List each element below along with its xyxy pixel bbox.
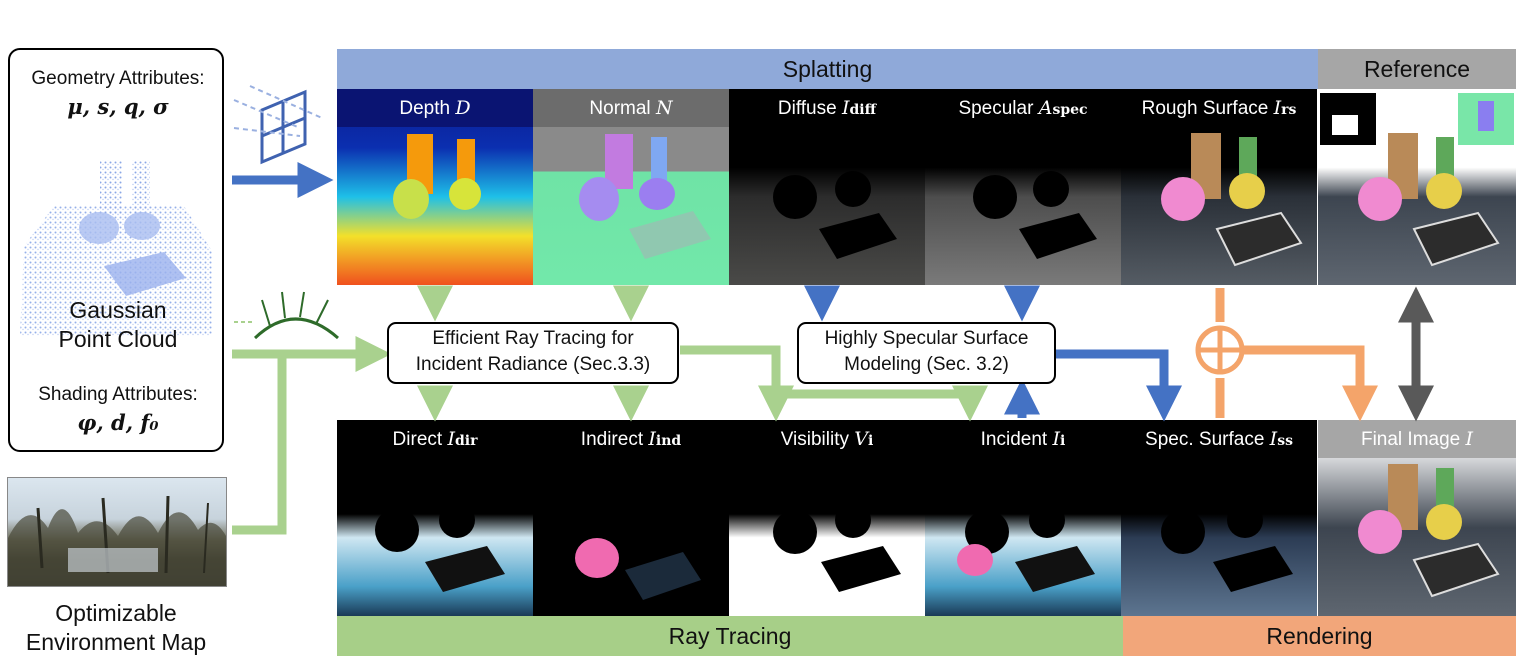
- point-cloud-illustration: [20, 160, 212, 336]
- indirect-tile: Indirect Iind: [533, 420, 729, 616]
- rough-surface-label: Rough Surface Irs: [1141, 97, 1297, 119]
- direct-label: Direct Idir: [392, 428, 478, 450]
- geometry-attributes-label: Geometry Attributes:: [31, 68, 205, 89]
- specular-box-line2: Modeling (Sec. 3.2): [844, 354, 1009, 375]
- final-image-label: Final Image I: [1360, 428, 1474, 450]
- gaussian-input-card: Geometry Attributes: μ, s, q, σ Gaussian…: [8, 48, 224, 452]
- normal-label: Normal N: [589, 97, 673, 119]
- ray-tracing-banner: Ray Tracing: [337, 616, 1123, 656]
- ray-tracing-process-box: Efficient Ray Tracing for Incident Radia…: [387, 322, 679, 384]
- environment-map-line1: Optimizable: [55, 600, 177, 626]
- splatting-grid-icon: [233, 85, 323, 165]
- direct-tile: Direct Idir: [337, 420, 533, 616]
- depth-label: Depth D: [399, 97, 471, 119]
- visibility-tile: Visibility Vi: [729, 420, 925, 616]
- ray-tracing-box-line2: Incident Radiance (Sec.3.3): [415, 354, 651, 375]
- spec-surface-label: Spec. Surface Iss: [1145, 428, 1293, 450]
- visibility-label: Visibility Vi: [780, 428, 874, 450]
- normal-tile: Normal N: [533, 89, 729, 285]
- specular-label: Specular Aspec: [958, 97, 1088, 119]
- diffuse-label: Diffuse Idiff: [777, 97, 877, 119]
- combine-to-final-arrow: [1244, 345, 1378, 422]
- specular-modeling-process-box: Highly Specular Surface Modeling (Sec. 3…: [797, 322, 1056, 384]
- rough-surface-tile: Rough Surface Irs: [1121, 89, 1317, 285]
- specular-box-line1: Highly Specular Surface: [824, 328, 1029, 349]
- environment-map-image: [7, 477, 227, 587]
- to-incident-arrow: [776, 385, 988, 422]
- specular-tile: Specular Aspec: [925, 89, 1121, 285]
- rendering-banner: Rendering: [1123, 616, 1516, 656]
- depth-tile: Depth D: [337, 89, 533, 285]
- splatting-banner: Splatting: [337, 49, 1318, 89]
- shading-attributes-math: φ, d, f₀: [77, 410, 159, 435]
- point-cloud-line2: Point Cloud: [58, 326, 178, 352]
- hemisphere-sampling-icon: [234, 291, 339, 340]
- reference-banner: Reference: [1318, 49, 1516, 89]
- ray-tracing-box-line1: Efficient Ray Tracing for: [432, 328, 634, 349]
- environment-map-line2: Environment Map: [25, 629, 207, 655]
- envmap-to-raytracing-line: [232, 354, 287, 535]
- final-image-tile: Final Image I: [1318, 420, 1516, 616]
- geometry-attributes-math: μ, s, q, σ: [67, 94, 169, 119]
- to-spec-surface-arrow: [1056, 349, 1182, 422]
- diffuse-tile: Diffuse Idiff: [729, 89, 925, 285]
- indirect-label: Indirect Iind: [580, 428, 682, 450]
- to-visibility-arrow: [680, 345, 794, 422]
- spec-surface-tile: Spec. Surface Iss: [1121, 420, 1317, 616]
- shading-attributes-label: Shading Attributes:: [38, 384, 198, 405]
- point-cloud-line1: Gaussian: [69, 297, 167, 323]
- reference-tile: [1318, 89, 1516, 285]
- incident-label: Incident Ii: [980, 428, 1066, 450]
- incident-tile: Incident Ii: [925, 420, 1121, 616]
